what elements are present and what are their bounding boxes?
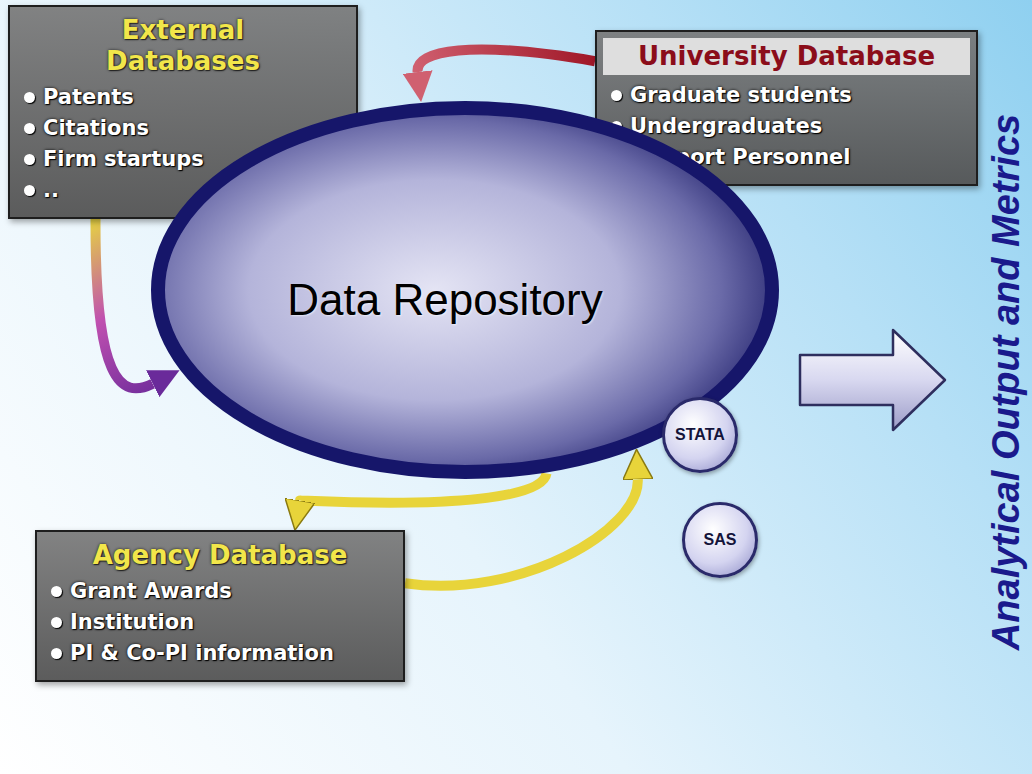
list-item: Graduate students [630, 81, 852, 110]
list-item: Institution [70, 608, 194, 637]
agency-database-box: Agency DatabaseGrant AwardsInstitutionPI… [35, 530, 405, 682]
bullet-dot [51, 617, 62, 628]
list-item: Grant Awards [70, 577, 232, 606]
box-heading: External Databases [68, 15, 298, 77]
tool-name: SAS [704, 531, 737, 549]
stata-circle: STATA [662, 397, 738, 473]
bullet-dot [24, 123, 35, 134]
list-row: Graduate students [609, 81, 964, 110]
list-item: PI & Co-PI information [70, 639, 334, 668]
tool-name: STATA [675, 426, 725, 444]
flow-arrow [300, 474, 547, 503]
list-item: Citations [43, 114, 149, 143]
list-item: Firm startups [43, 145, 204, 174]
box-heading: University Database [603, 38, 970, 75]
list-row: PI & Co-PI information [49, 639, 391, 668]
list-row: Undergraduates [609, 112, 964, 141]
bullet-dot [51, 586, 62, 597]
flow-arrow [405, 479, 638, 585]
ellipse-shape [158, 108, 772, 472]
output-block-arrow [800, 330, 945, 430]
vertical-output-title: Analytical Output and Metrics [984, 114, 1028, 650]
list-row: Institution [49, 608, 391, 637]
bullet-dot [24, 185, 35, 196]
list-item: Patents [43, 83, 134, 112]
flow-arrow [418, 49, 595, 72]
bullet-dot [51, 648, 62, 659]
flow-arrow [95, 219, 152, 388]
list-row: Grant Awards [49, 577, 391, 606]
box-heading: Agency Database [49, 540, 391, 571]
bullet-dot [24, 154, 35, 165]
bullet-dot [611, 90, 622, 101]
list-item: .. [43, 176, 59, 205]
list-item: Undergraduates [630, 112, 822, 141]
sas-circle: SAS [682, 502, 758, 578]
list-row: Patents [22, 83, 344, 112]
bullet-dot [24, 92, 35, 103]
repository-title: Data Repository [287, 275, 602, 325]
